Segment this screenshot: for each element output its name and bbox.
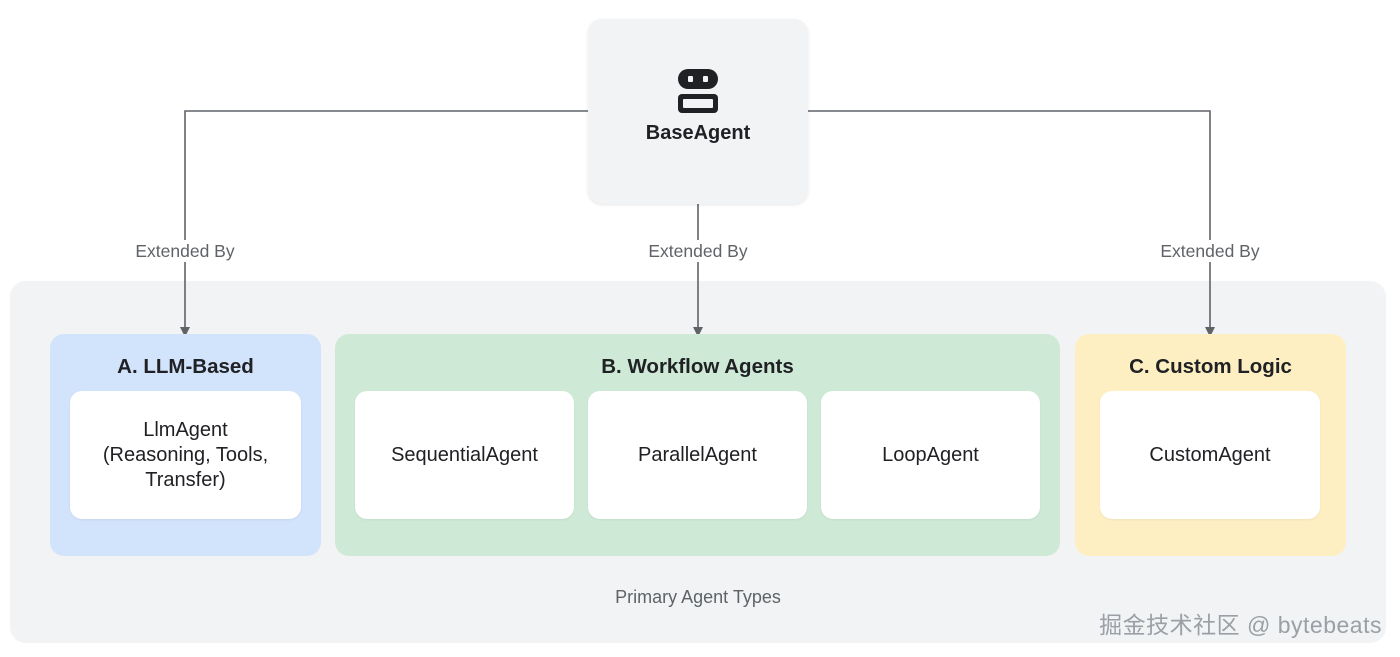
base-agent-title: BaseAgent [645, 122, 751, 144]
card-llm-agent-label: LlmAgent (Reasoning, Tools, Transfer) [102, 418, 269, 491]
card-llm-agent: LlmAgent (Reasoning, Tools, Transfer) [70, 391, 301, 519]
card-sequential-agent-label: SequentialAgent [391, 443, 538, 466]
watermark: 掘金技术社区 @ bytebeats [1099, 612, 1382, 638]
card-parallel-agent-label: ParallelAgent [638, 443, 757, 466]
card-custom-agent: CustomAgent [1100, 391, 1320, 519]
card-custom-agent-label: CustomAgent [1149, 443, 1271, 466]
card-loop-agent-label: LoopAgent [882, 443, 979, 466]
card-sequential-agent: SequentialAgent [355, 391, 574, 519]
card-loop-agent: LoopAgent [821, 391, 1040, 519]
edge-label-workflow: Extended By [608, 240, 788, 262]
group-title-llm: A. LLM-Based [117, 355, 254, 378]
panel-caption: Primary Agent Types [615, 587, 781, 607]
edge-label-llm: Extended By [95, 240, 275, 262]
group-title-workflow: B. Workflow Agents [601, 355, 794, 378]
edge-label-custom: Extended By [1120, 240, 1300, 262]
group-title-custom: C. Custom Logic [1129, 355, 1292, 378]
card-parallel-agent: ParallelAgent [588, 391, 807, 519]
robot-icon [678, 69, 718, 113]
